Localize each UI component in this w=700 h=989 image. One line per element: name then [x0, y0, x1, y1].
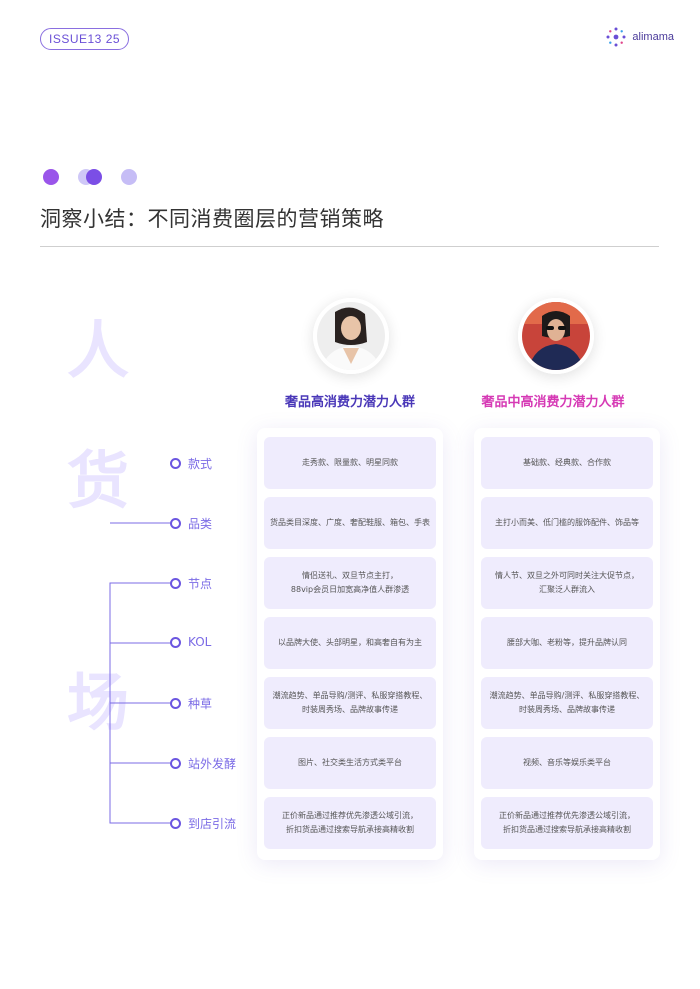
segment-header-mid: 奢品中高消费力潜力人群	[481, 395, 625, 410]
brand-name: alimama	[632, 31, 674, 43]
strategy-cell: 正价新品通过推荐优先渗透公域引流， 折扣货品通过搜索导航承接高精收割	[481, 797, 653, 849]
row-label: 站外发酵	[170, 755, 236, 772]
strategy-cell: 图片、社交类生活方式类平台	[264, 737, 436, 789]
row-label-text: 品类	[188, 517, 213, 531]
row-label-text: 种草	[188, 697, 213, 711]
alimama-logo-icon	[606, 27, 626, 47]
row-label-text: KOL	[188, 635, 212, 649]
row-label: 节点	[170, 575, 212, 592]
segment-header-high: 奢品高消费力潜力人群	[284, 395, 415, 410]
row-bullet-icon	[170, 818, 181, 829]
issue-badge: ISSUE13 25	[40, 28, 130, 50]
row-label: 种草	[170, 695, 212, 712]
side-char-goods: 货	[67, 444, 130, 517]
strategy-cell: 走秀款、限量款、明星同款	[264, 437, 436, 489]
dot-1	[43, 169, 59, 185]
avatar-mid-spender	[518, 298, 594, 374]
dot-4	[121, 169, 137, 185]
strategy-cell: 潮流趋势、单品导购/测评、私服穿搭教程、 时装周秀场、品牌故事传递	[264, 677, 436, 729]
row-bullet-icon	[170, 458, 181, 469]
row-bullet-icon	[170, 758, 181, 769]
avatar-high-spender	[313, 298, 389, 374]
row-label-text: 到店引流	[188, 817, 237, 831]
row-bullet-icon	[170, 698, 181, 709]
strategy-cell: 腰部大咖、老粉等，提升品牌认同	[481, 617, 653, 669]
row-label: 到店引流	[170, 815, 236, 832]
strategy-cell: 以品牌大使、头部明星，和高奢自有为主	[264, 617, 436, 669]
row-label: 款式	[170, 455, 212, 472]
strategy-cell: 货品类目深度、广度、奢配鞋服、箱包、手表	[264, 497, 436, 549]
decorative-dots	[43, 169, 143, 187]
strategy-cell: 情侣送礼、双旦节点主打， 88vip会员日加宽高净值人群渗透	[264, 557, 436, 609]
page-title: 洞察小结：不同消费圈层的营销策略	[40, 207, 384, 231]
brand-logo: alimama	[605, 26, 674, 48]
row-bullet-icon	[170, 578, 181, 589]
row-label: 品类	[170, 515, 212, 532]
strategy-cell: 主打小而美、低门槛的服饰配件、饰品等	[481, 497, 653, 549]
row-bullet-icon	[170, 636, 181, 648]
strategy-cell: 潮流趋势、单品导购/测评、私服穿搭教程、 时装周秀场、品牌故事传递	[481, 677, 653, 729]
title-divider	[40, 246, 659, 247]
strategy-cell: 情人节、双旦之外可同时关注大促节点， 汇聚泛人群流入	[481, 557, 653, 609]
row-bullet-icon	[170, 518, 181, 529]
woman-sunglasses-avatar-icon	[522, 302, 590, 370]
strategy-cell: 基础款、经典款、合作款	[481, 437, 653, 489]
strategy-cell: 正价新品通过推荐优先渗透公域引流， 折扣货品通过搜索导航承接高精收割	[264, 797, 436, 849]
row-label-text: 节点	[188, 577, 213, 591]
woman-in-white-avatar-icon	[317, 302, 385, 370]
dot-3	[86, 169, 102, 185]
row-label-text: 款式	[188, 457, 213, 471]
side-char-people: 人	[67, 314, 130, 387]
row-label-text: 站外发酵	[188, 757, 237, 771]
row-label: KOL	[170, 635, 211, 649]
strategy-cell: 视频、音乐等娱乐类平台	[481, 737, 653, 789]
